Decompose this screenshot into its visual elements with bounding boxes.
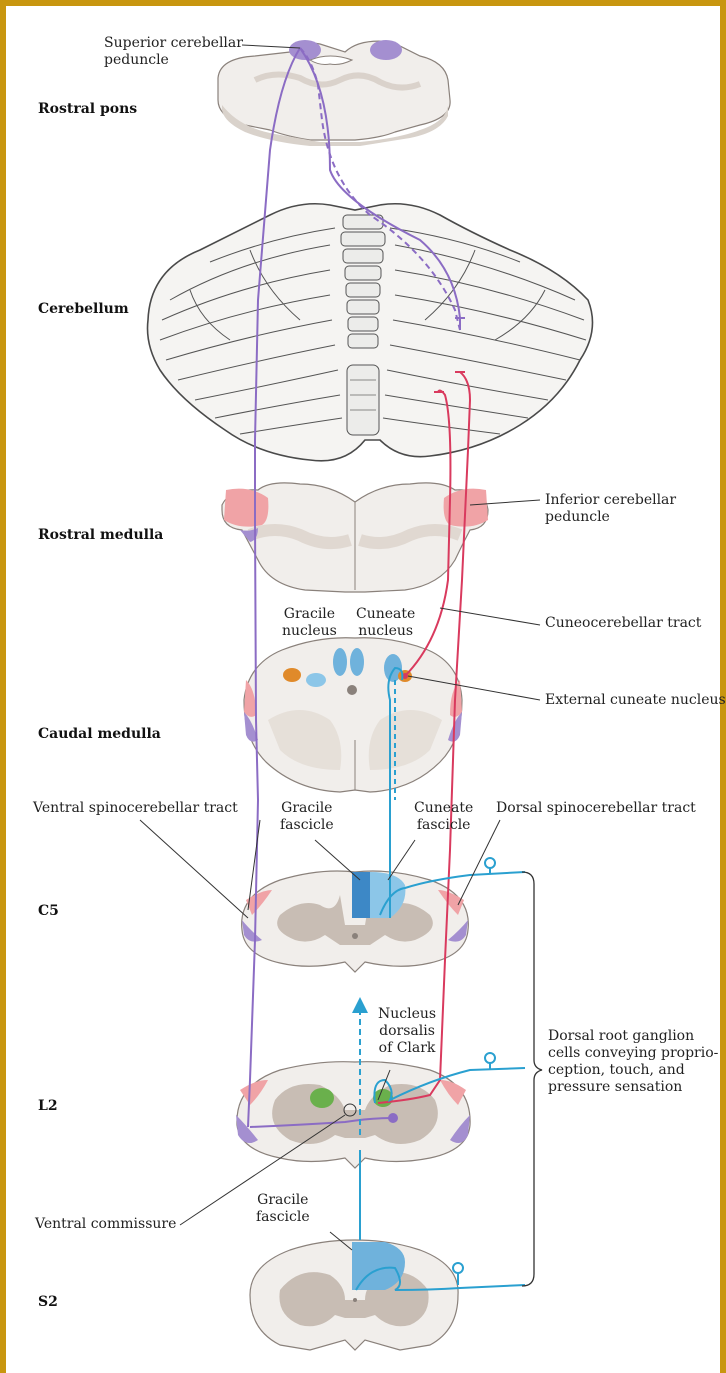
c5-section (242, 871, 469, 972)
label-cuneocerebellar-tract: Cuneocerebellar tract (545, 615, 701, 632)
label-gracile-fascicle-c5: Gracile fascicle (280, 800, 334, 834)
label-gracile-fascicle-s2: Gracile fascicle (256, 1192, 310, 1226)
level-label-c5: C5 (38, 903, 59, 919)
level-label-rostral-pons: Rostral pons (38, 101, 137, 117)
l2-section (236, 1062, 470, 1168)
drg-bracket (522, 872, 542, 1286)
label-superior-cerebellar-peduncle: Superior cerebellar peduncle (104, 35, 243, 69)
label-external-cuneate-nucleus: External cuneate nucleus (545, 692, 726, 709)
label-ventral-commissure: Ventral commissure (35, 1216, 176, 1233)
s2-section (250, 1240, 458, 1350)
label-nucleus-dorsalis-of-clark: Nucleus dorsalis of Clark (378, 1006, 436, 1057)
label-dorsal-spinocerebellar-tract: Dorsal spinocerebellar tract (496, 800, 696, 817)
caudal-medulla-section (244, 638, 462, 792)
level-label-l2: L2 (38, 1098, 58, 1114)
label-cuneate-nucleus: Cuneate nucleus (356, 606, 415, 640)
label-gracile-nucleus: Gracile nucleus (282, 606, 337, 640)
label-cuneate-fascicle: Cuneate fascicle (414, 800, 473, 834)
level-label-cerebellum: Cerebellum (38, 301, 129, 317)
level-label-rostral-medulla: Rostral medulla (38, 527, 163, 543)
level-label-caudal-medulla: Caudal medulla (38, 726, 161, 742)
cerebellum-illustration (148, 204, 593, 461)
rostral-pons-section (218, 40, 450, 146)
label-dorsal-root-ganglion-cells: Dorsal root ganglion cells conveying pro… (548, 1028, 718, 1096)
level-label-s2: S2 (38, 1294, 58, 1310)
label-ventral-spinocerebellar-tract: Ventral spinocerebellar tract (33, 800, 238, 817)
label-inferior-cerebellar-peduncle: Inferior cerebellar peduncle (545, 492, 676, 526)
